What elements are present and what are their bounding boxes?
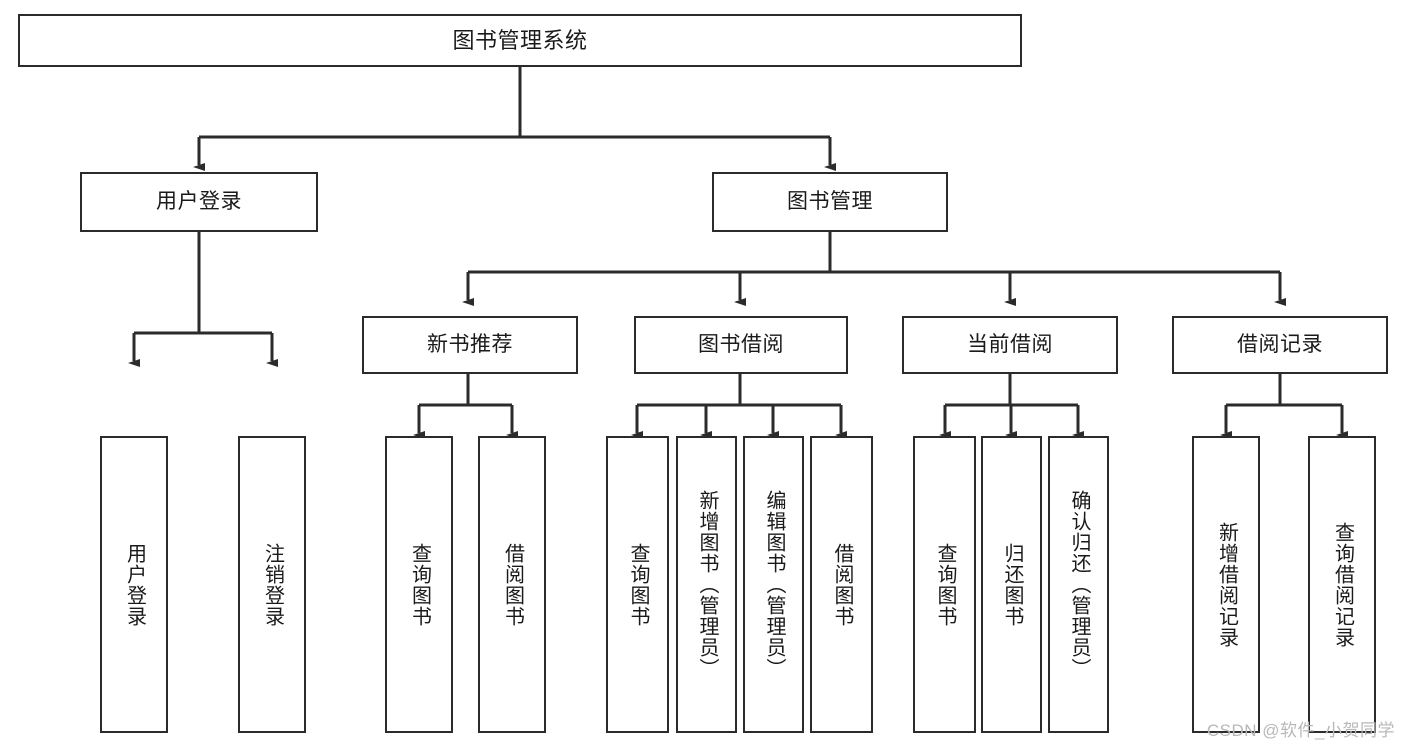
node-leaf-user-login[interactable]: 用户登录	[100, 436, 168, 733]
node-label-borrow-record: 借阅记录	[1237, 332, 1323, 356]
node-leaf-borrow-book-1[interactable]: 借阅图书	[478, 436, 546, 733]
node-label-book-management: 图书管理	[787, 189, 873, 213]
connector-layer	[128, 67, 1348, 439]
node-label-root: 图书管理系统	[452, 27, 588, 53]
node-label-leaf-return-book: 归还图书	[1001, 542, 1023, 627]
node-label-leaf-borrow-book-2: 借阅图书	[831, 542, 853, 627]
node-label-leaf-query-book-1: 查询图书	[408, 542, 431, 627]
node-label-leaf-query-book-3: 查询图书	[934, 542, 956, 627]
node-leaf-query-book-3[interactable]: 查询图书	[913, 436, 976, 733]
node-label-leaf-confirm-return-admin: 确认归还（管理员）	[1068, 490, 1090, 679]
node-leaf-user-logout[interactable]: 注销登录	[238, 436, 306, 733]
node-current-borrow[interactable]: 当前借阅	[902, 316, 1118, 374]
node-leaf-return-book[interactable]: 归还图书	[981, 436, 1042, 733]
node-label-new-book-recommend: 新书推荐	[427, 332, 513, 356]
node-leaf-confirm-return-admin[interactable]: 确认归还（管理员）	[1048, 436, 1109, 733]
node-label-leaf-user-login: 用户登录	[123, 542, 146, 627]
node-leaf-add-book-admin[interactable]: 新增图书（管理员）	[676, 436, 737, 733]
node-leaf-edit-book-admin[interactable]: 编辑图书（管理员）	[743, 436, 804, 733]
node-book-management[interactable]: 图书管理	[712, 172, 948, 232]
node-leaf-borrow-book-2[interactable]: 借阅图书	[810, 436, 873, 733]
node-leaf-query-book-1[interactable]: 查询图书	[385, 436, 453, 733]
node-leaf-query-borrow-record[interactable]: 查询借阅记录	[1308, 436, 1376, 733]
node-label-leaf-edit-book-admin: 编辑图书（管理员）	[763, 490, 785, 679]
node-label-leaf-user-logout: 注销登录	[261, 542, 284, 627]
node-label-leaf-query-borrow-record: 查询借阅记录	[1331, 521, 1354, 648]
node-label-current-borrow: 当前借阅	[967, 332, 1053, 356]
node-label-user-login: 用户登录	[156, 189, 242, 213]
node-book-borrow[interactable]: 图书借阅	[634, 316, 848, 374]
node-leaf-query-book-2[interactable]: 查询图书	[606, 436, 669, 733]
node-new-book-recommend[interactable]: 新书推荐	[362, 316, 578, 374]
node-leaf-add-borrow-record[interactable]: 新增借阅记录	[1192, 436, 1260, 733]
node-root[interactable]: 图书管理系统	[18, 14, 1022, 67]
node-label-book-borrow: 图书借阅	[698, 332, 784, 356]
node-label-leaf-query-book-2: 查询图书	[627, 542, 649, 627]
node-label-leaf-add-book-admin: 新增图书（管理员）	[696, 490, 718, 679]
node-user-login[interactable]: 用户登录	[80, 172, 318, 232]
node-label-leaf-add-borrow-record: 新增借阅记录	[1215, 521, 1238, 648]
node-borrow-record[interactable]: 借阅记录	[1172, 316, 1388, 374]
node-label-leaf-borrow-book-1: 借阅图书	[501, 542, 524, 627]
